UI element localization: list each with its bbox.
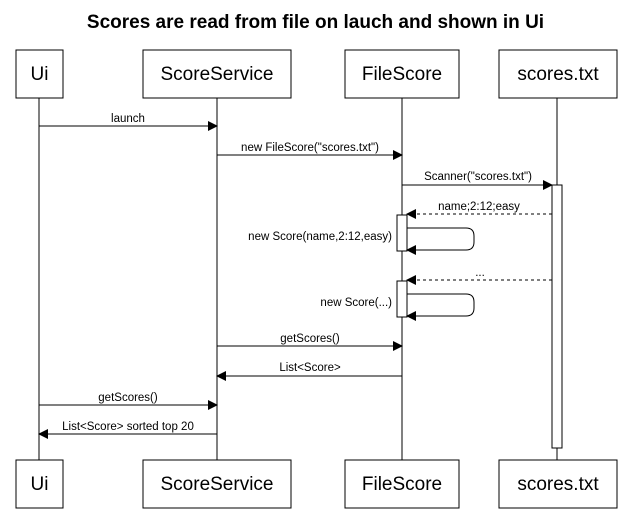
svg-text:new Score(...): new Score(...) [320,297,392,309]
svg-text:List<Score> sorted top 20: List<Score> sorted top 20 [62,421,194,433]
svg-text:...: ... [475,267,485,279]
svg-text:Scanner("scores.txt"): Scanner("scores.txt") [424,171,532,183]
participant-scoreservice-top: ScoreService [142,49,292,99]
svg-text:FileScore: FileScore [362,64,442,85]
activation-filescore-2 [396,280,408,318]
svg-text:getScores(): getScores() [98,392,158,404]
participant-ui-bottom: Ui [15,459,64,509]
message-new-score-self: new Score(name,2:12,easy) [248,227,475,255]
svg-text:getScores(): getScores() [280,333,340,345]
svg-text:scores.txt: scores.txt [517,474,599,495]
svg-text:ScoreService: ScoreService [161,474,274,495]
message-getscores-filescore: getScores() [217,333,403,351]
message-list-score: List<Score> [216,362,402,381]
activation-filescore-1 [396,214,408,252]
message-getscores-service: getScores() [39,392,218,410]
svg-text:new FileScore("scores.txt"): new FileScore("scores.txt") [241,142,379,154]
participant-scores-txt-bottom: scores.txt [498,459,618,509]
svg-text:FileScore: FileScore [362,474,442,495]
participant-filescore-top: FileScore [344,49,460,99]
message-launch: launch [39,113,218,131]
participant-scoreservice-bottom: ScoreService [142,459,292,509]
svg-text:List<Score>: List<Score> [279,362,341,374]
svg-text:Ui: Ui [31,64,49,85]
participant-filescore-bottom: FileScore [344,459,460,509]
svg-text:Ui: Ui [31,474,49,495]
message-scanner: Scanner("scores.txt") [402,171,553,190]
message-sorted-top20: List<Score> sorted top 20 [38,421,217,439]
message-return-ellipsis: ... [406,267,552,285]
participant-scores-txt-top: scores.txt [498,49,618,99]
diagram-title: Scores are read from file on lauch and s… [87,12,544,33]
svg-text:name;2:12;easy: name;2:12;easy [438,201,520,213]
svg-text:ScoreService: ScoreService [161,64,274,85]
activation-scores-txt [551,184,563,449]
message-return-line: name;2:12;easy [406,201,552,219]
message-new-score-ellipsis-self: new Score(...) [320,293,475,321]
svg-text:launch: launch [111,113,145,125]
message-new-filescore: new FileScore("scores.txt") [217,142,403,160]
svg-text:scores.txt: scores.txt [517,64,599,85]
svg-text:new Score(name,2:12,easy): new Score(name,2:12,easy) [248,231,392,243]
participant-ui-top: Ui [15,49,64,99]
